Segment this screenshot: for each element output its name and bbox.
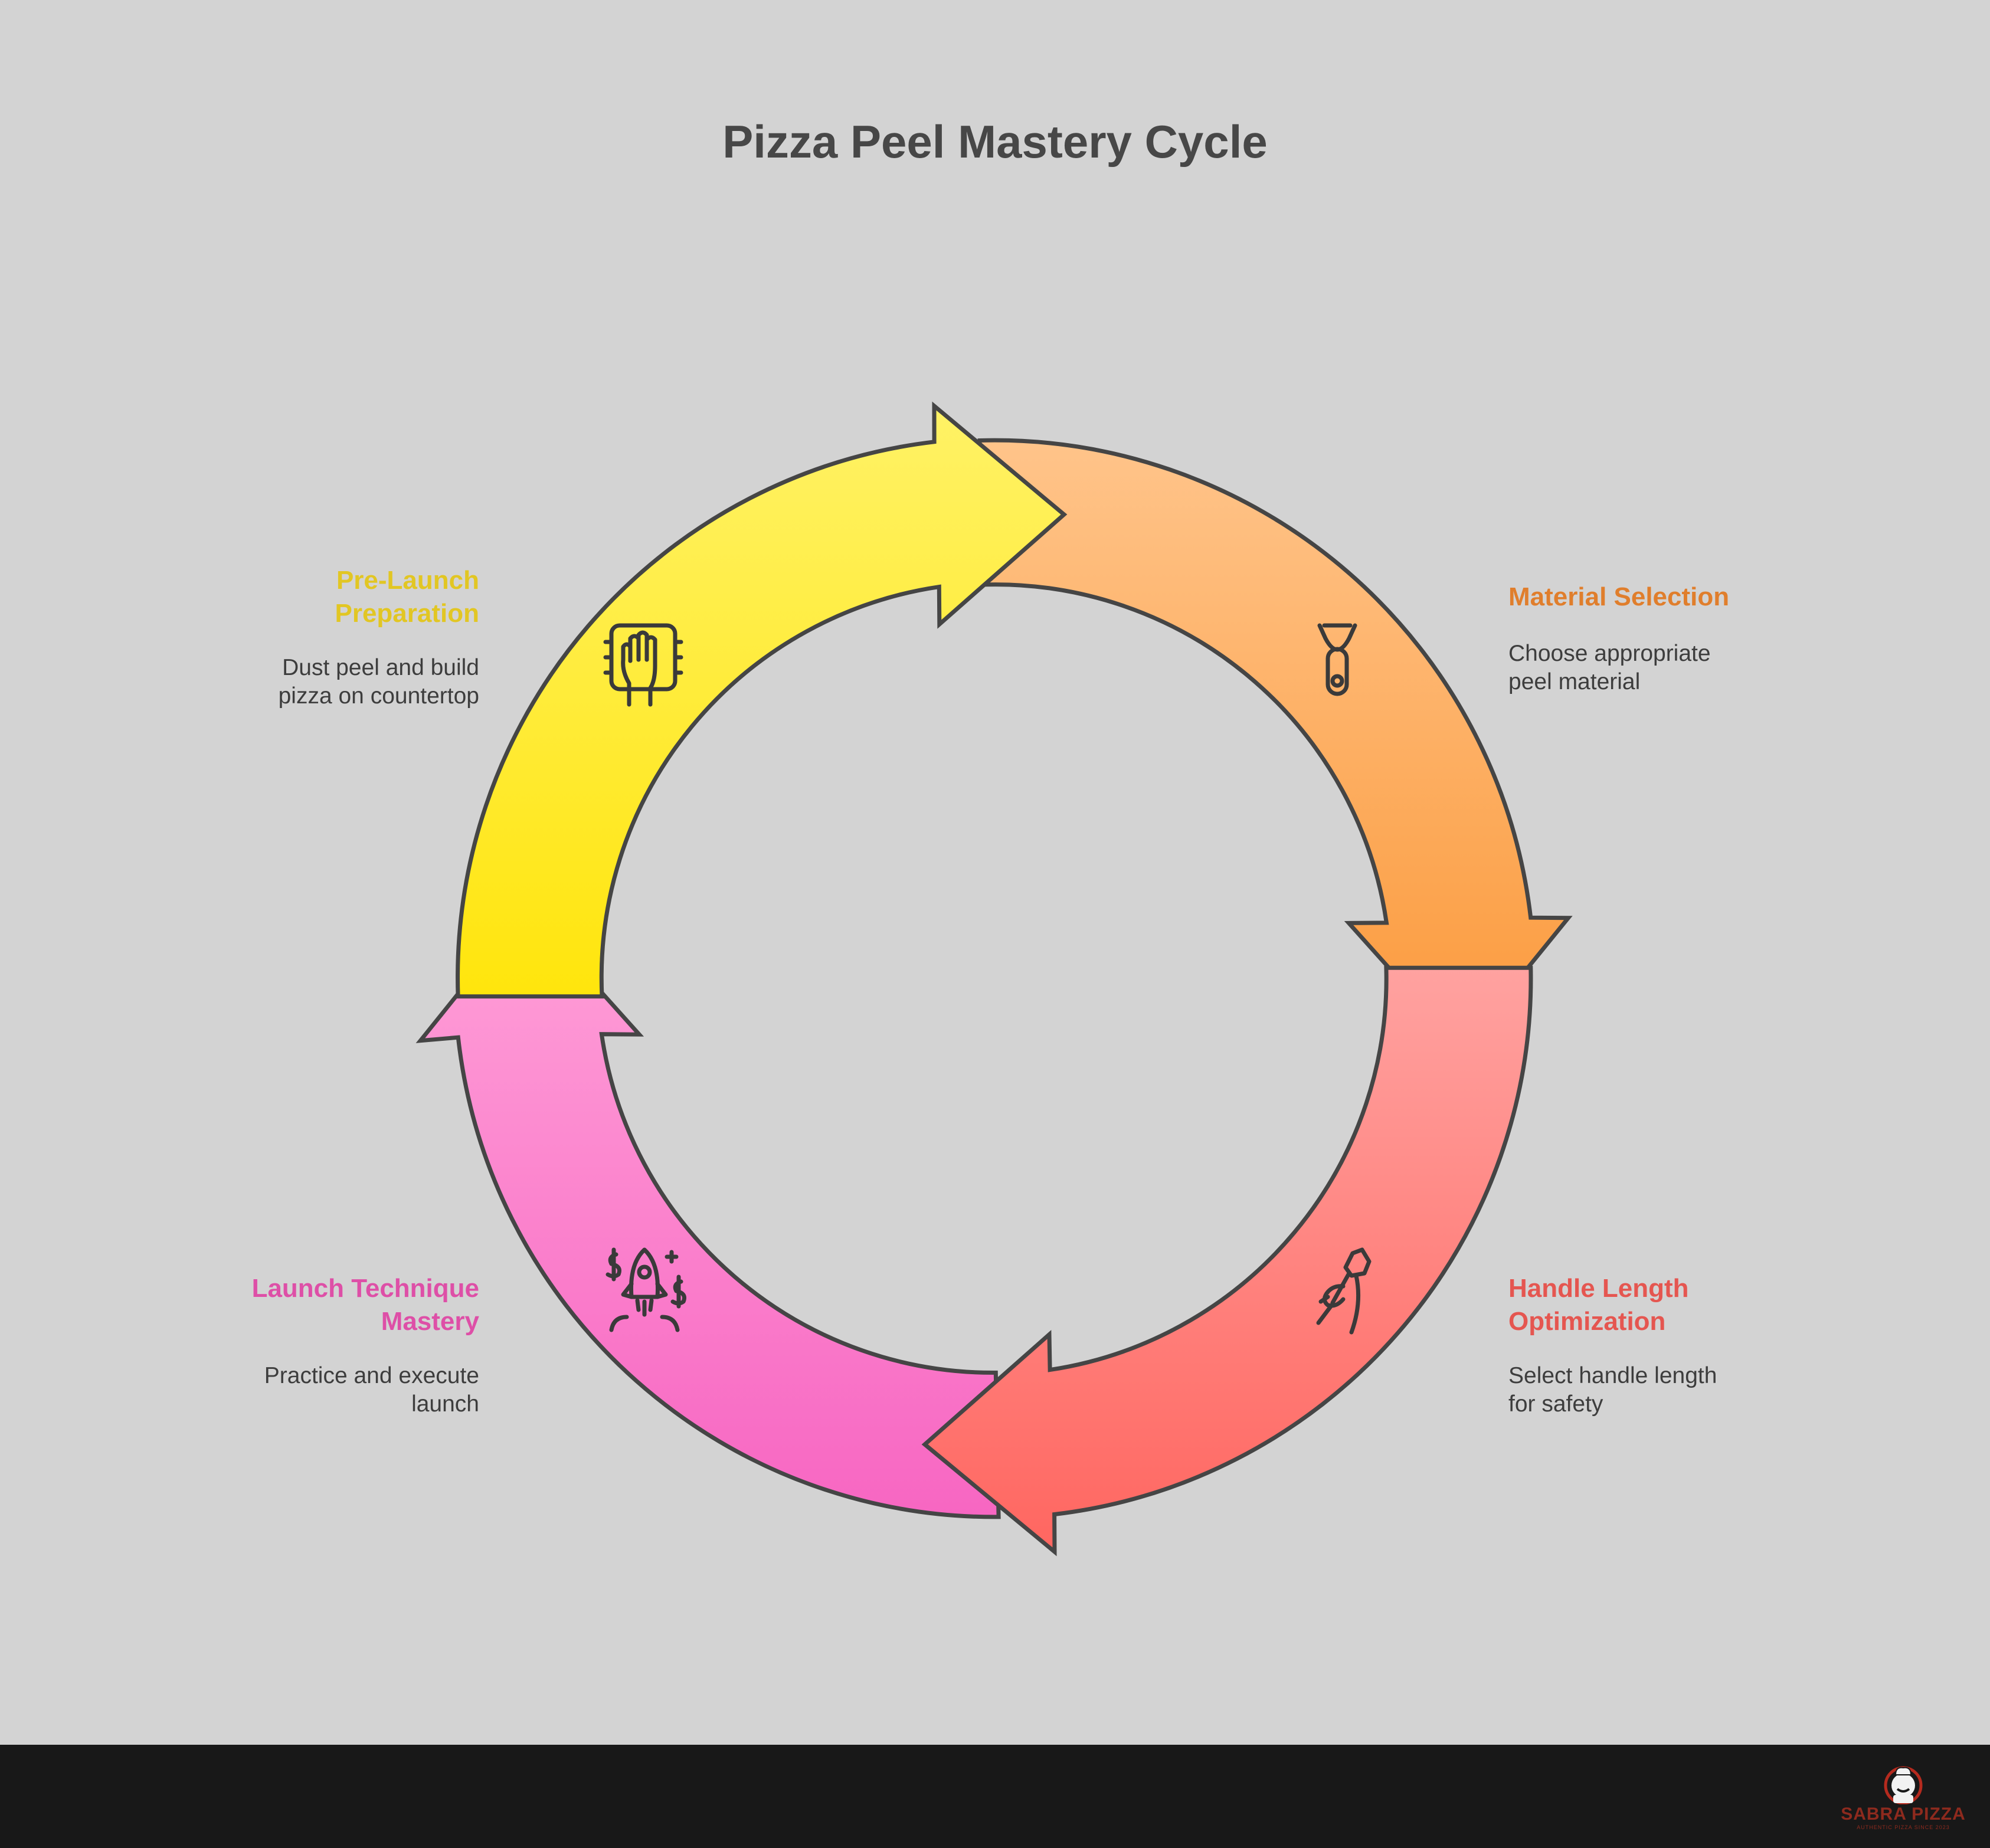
stage-description-launch-technique: Practice and execute launch [264, 1363, 479, 1417]
page-title: Pizza Peel Mastery Cycle [722, 116, 1268, 168]
stage-description-handle-length: Select handle length for safety [1508, 1363, 1717, 1417]
cycle-arrow-launch-technique [415, 905, 1001, 1519]
hand-holding-tool-icon [1316, 1247, 1372, 1335]
cycle-arrow-material-selection [976, 438, 1573, 1053]
brand-name: SABRA PIZZA [1841, 1804, 1966, 1824]
stage-title-launch-technique: Launch Technique Mastery [251, 1274, 479, 1336]
cycle-arrow-handle-length [921, 965, 1533, 1557]
footer-bar [0, 1745, 1990, 1848]
hand-on-chip-icon [603, 623, 683, 707]
cycle-arrow-pre-launch-preparation [456, 401, 1068, 999]
stage-description-material-selection: Choose appropriate peel material [1508, 641, 1711, 694]
rocket-money-icon [605, 1247, 686, 1332]
stage-title-material-selection: Material Selection [1508, 582, 1730, 611]
stage-title-pre-launch-preparation: Pre-Launch Preparation [335, 566, 479, 628]
stage-description-pre-launch-preparation: Dust peel and build pizza on countertop [278, 655, 479, 709]
cycle-diagram [415, 401, 1573, 1557]
stage-title-handle-length: Handle Length Optimization [1508, 1274, 1689, 1336]
chef-logo-icon [1884, 1766, 1923, 1804]
peeler-icon [1317, 623, 1357, 696]
brand-tagline: AUTHENTIC PIZZA SINCE 2023 [1857, 1824, 1950, 1830]
